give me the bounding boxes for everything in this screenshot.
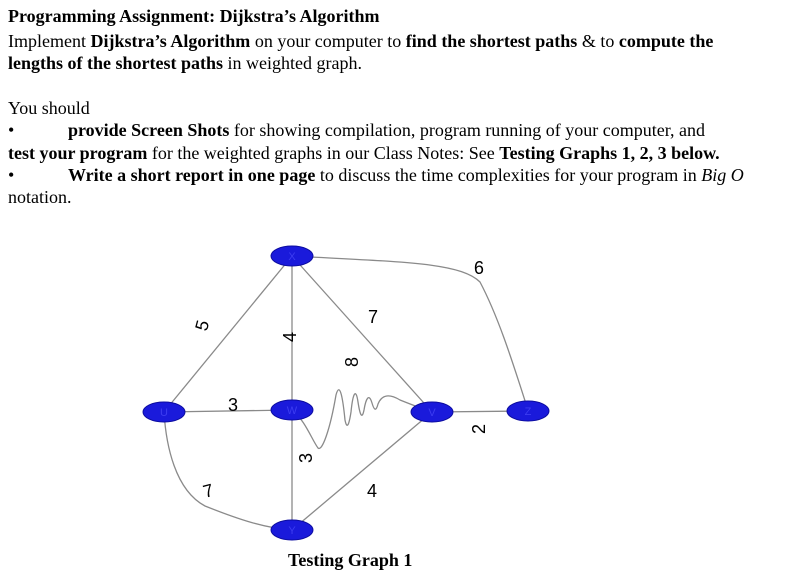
node-u: U bbox=[142, 401, 186, 423]
bullet-1-line-2: test your program for the weighted graph… bbox=[8, 143, 720, 164]
weight-u-w: 3 bbox=[228, 395, 238, 415]
node-y: Y bbox=[270, 519, 314, 541]
edge-v-y bbox=[291, 411, 433, 531]
edge-u-y bbox=[163, 411, 293, 531]
weight-x-u: 5 bbox=[191, 318, 213, 333]
bullet-2-bold: Write a short report in one page bbox=[68, 165, 316, 185]
intro-text: Implement bbox=[8, 31, 91, 51]
bullet-1-test-program: test your program bbox=[8, 143, 148, 163]
node-w: W bbox=[270, 399, 314, 421]
weight-u-y: 7 bbox=[201, 480, 216, 502]
bullet-icon: • bbox=[8, 165, 15, 185]
weight-v-y: 4 bbox=[367, 481, 377, 501]
node-v-label: V bbox=[428, 407, 436, 419]
bullet-2-big-o: Big O bbox=[701, 165, 744, 185]
weight-w-v: 8 bbox=[342, 357, 362, 367]
intro-line-1: Implement Dijkstra’s Algorithm on your c… bbox=[8, 31, 713, 52]
assignment-title: Programming Assignment: Dijkstra’s Algor… bbox=[8, 6, 380, 26]
weight-v-z: 2 bbox=[469, 424, 489, 434]
bullet-icon: • bbox=[8, 120, 15, 140]
intro-text: on your computer to bbox=[250, 31, 406, 51]
bullet-2-text: to discuss the time complexities for you… bbox=[315, 165, 702, 185]
bullet-1-bold: provide Screen Shots bbox=[68, 120, 230, 140]
weight-x-v: 7 bbox=[368, 307, 378, 327]
edge-x-u bbox=[163, 255, 293, 413]
intro-text: & to bbox=[577, 31, 619, 51]
graph-caption: Testing Graph 1 bbox=[288, 550, 413, 570]
intro-text: in weighted graph. bbox=[223, 53, 362, 73]
testing-graph-1: 5 4 7 9 3 8 2 7 3 4 X U W V Z bbox=[142, 245, 550, 541]
node-z: Z bbox=[506, 400, 550, 422]
node-x-label: X bbox=[288, 251, 296, 263]
node-u-label: U bbox=[160, 407, 168, 419]
bullet-1-text: for showing compilation, program running… bbox=[229, 120, 706, 140]
node-w-label: W bbox=[287, 405, 298, 417]
bullet-1-line-1: • provide Screen Shots for showing compil… bbox=[8, 120, 705, 141]
weight-x-z: 9 bbox=[474, 257, 484, 277]
node-v: V bbox=[410, 401, 454, 423]
node-x: X bbox=[270, 245, 314, 267]
node-z-label: Z bbox=[525, 406, 532, 418]
bullet-1-text: for the weighted graphs in our Class Not… bbox=[147, 143, 500, 163]
intro-line-2: lengths of the shortest paths in weighte… bbox=[8, 53, 362, 74]
bullet-2-line-2: notation. bbox=[8, 187, 72, 207]
intro-algorithm-name: Dijkstra’s Algorithm bbox=[90, 31, 251, 51]
you-should-heading: You should bbox=[8, 98, 90, 118]
node-y-label: Y bbox=[288, 525, 296, 537]
edge-x-v bbox=[291, 255, 433, 413]
edge-x-z bbox=[291, 255, 529, 411]
edge-w-v bbox=[291, 389, 433, 450]
weight-x-w: 4 bbox=[280, 332, 300, 342]
intro-lengths: lengths of the shortest paths bbox=[8, 53, 224, 73]
weight-w-y: 3 bbox=[296, 453, 316, 463]
intro-compute: compute the bbox=[618, 31, 714, 51]
intro-shortest-paths: find the shortest paths bbox=[405, 31, 578, 51]
bullet-2-line-1: • Write a short report in one page to dis… bbox=[8, 165, 744, 186]
bullet-1-testing-graphs: Testing Graphs 1, 2, 3 below. bbox=[499, 143, 720, 163]
